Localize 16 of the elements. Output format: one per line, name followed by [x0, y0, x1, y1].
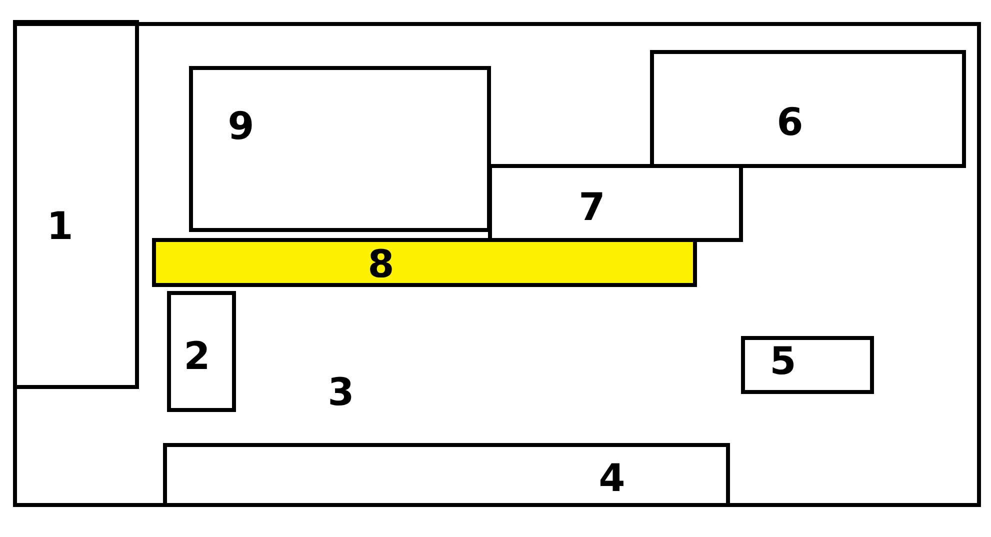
- region-number: 6: [776, 103, 804, 141]
- region-number: 7: [578, 188, 606, 226]
- highlighted-bar: [152, 238, 697, 287]
- region-box: [189, 66, 491, 232]
- region-box: [650, 50, 966, 168]
- region-number: 8: [368, 245, 394, 283]
- region-box: [167, 291, 236, 412]
- region-number: 2: [184, 337, 210, 375]
- region-box: [741, 336, 874, 394]
- region-number: 1: [46, 207, 74, 245]
- region-number: 3: [328, 373, 354, 411]
- region-box: [13, 20, 139, 389]
- outer-frame: [13, 22, 981, 507]
- region-number: 4: [598, 459, 626, 497]
- region-number: 9: [228, 107, 254, 145]
- region-number: 5: [770, 342, 796, 380]
